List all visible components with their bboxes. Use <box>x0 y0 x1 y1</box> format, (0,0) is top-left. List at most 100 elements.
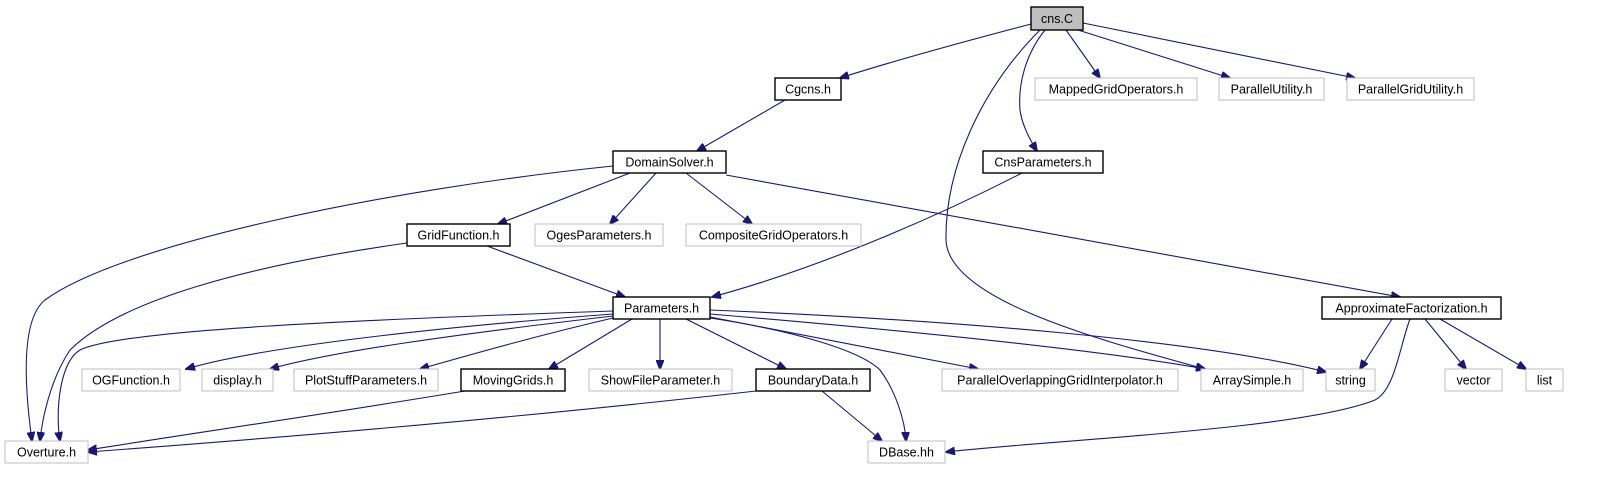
edge-cns_c-to-cgcns_h <box>840 23 1032 78</box>
node-label: ParallelUtility.h <box>1231 83 1313 97</box>
edge-boundarydata_h-to-overture_h <box>88 390 757 452</box>
node-box <box>534 223 664 247</box>
edge-domainsolver_h-to-approximatefactorization_h <box>725 174 1400 297</box>
node-label: GridFunction.h <box>418 229 500 243</box>
node-parameters_h[interactable]: Parameters.h <box>612 296 711 320</box>
node-parallelgridutility_h: ParallelGridUtility.h <box>1346 77 1475 101</box>
node-label: ArraySimple.h <box>1213 374 1292 388</box>
edge-cns_c-to-parallelutility_h <box>1077 29 1230 78</box>
node-cns_c[interactable]: cns.C <box>1030 6 1084 31</box>
node-ogfunction_h: OGFunction.h <box>81 368 181 392</box>
node-box <box>588 368 733 392</box>
edge-cns_c-to-arraysimple_h <box>945 29 1205 369</box>
node-label: PlotStuffParameters.h <box>305 374 427 388</box>
node-box <box>406 223 511 247</box>
node-compositegridoperators_h: CompositeGridOperators.h <box>685 223 862 247</box>
node-parallelutility_h: ParallelUtility.h <box>1218 77 1325 101</box>
node-mappedgridoperators_h: MappedGridOperators.h <box>1034 77 1198 101</box>
node-cnsparameters_h[interactable]: CnsParameters.h <box>982 150 1104 174</box>
node-box <box>1346 77 1475 101</box>
node-cgcns_h[interactable]: Cgcns.h <box>774 77 842 101</box>
node-label: ParallelOverlappingGridInterpolator.h <box>957 374 1163 388</box>
node-box <box>941 368 1179 392</box>
edge-gridfunction_h-to-parameters_h <box>486 245 625 297</box>
node-label: DBase.hh <box>879 446 934 460</box>
edge-approximatefactorization_h-to-vector <box>1424 318 1466 369</box>
node-domainsolver_h[interactable]: DomainSolver.h <box>612 150 727 174</box>
node-label: display.h <box>213 374 261 388</box>
node-plotstuffparameters_h: PlotStuffParameters.h <box>293 368 439 392</box>
edge-domainsolver_h-to-compositegridoperators_h <box>685 172 752 224</box>
node-label: Parameters.h <box>624 302 699 316</box>
node-box <box>685 223 862 247</box>
node-approximatefactorization_h[interactable]: ApproximateFactorization.h <box>1321 296 1502 320</box>
node-box <box>867 440 946 464</box>
node-display_h: display.h <box>201 368 274 392</box>
node-box <box>460 368 566 392</box>
edge-cgcns_h-to-domainsolver_h <box>697 99 786 151</box>
node-label: MovingGrids.h <box>473 374 554 388</box>
node-label: ShowFileParameter.h <box>601 374 721 388</box>
node-box <box>755 368 871 392</box>
node-label: ParallelGridUtility.h <box>1358 83 1463 97</box>
edge-domainsolver_h-to-overture_h <box>25 165 614 441</box>
edge-parameters_h-to-arraysimple_h <box>709 313 1205 369</box>
node-label: BoundaryData.h <box>768 374 858 388</box>
node-box <box>1325 368 1376 392</box>
node-label: list <box>1537 374 1553 388</box>
node-label: vector <box>1456 374 1490 388</box>
node-string: string <box>1325 368 1376 392</box>
node-box <box>1030 6 1084 31</box>
node-arraysimple_h: ArraySimple.h <box>1200 368 1304 392</box>
node-showfileparameter_h: ShowFileParameter.h <box>588 368 733 392</box>
edge-layer <box>25 22 1526 452</box>
node-box <box>293 368 439 392</box>
node-boundarydata_h[interactable]: BoundaryData.h <box>755 368 871 392</box>
edge-parameters_h-to-overture_h <box>58 310 614 441</box>
node-label: DomainSolver.h <box>625 156 713 170</box>
edge-parameters_h-to-string <box>709 309 1326 372</box>
node-box <box>201 368 274 392</box>
edge-cns_c-to-parallelgridutility_h <box>1082 22 1355 78</box>
node-label: string <box>1335 374 1366 388</box>
node-box <box>4 440 89 464</box>
node-box <box>612 150 727 174</box>
edge-gridfunction_h-to-overture_h <box>40 242 408 441</box>
edge-parameters_h-to-ogfunction_h <box>186 313 614 369</box>
node-box <box>1034 77 1198 101</box>
node-label: ApproximateFactorization.h <box>1335 302 1487 316</box>
node-ogesparameters_h: OgesParameters.h <box>534 223 664 247</box>
node-box <box>1444 368 1503 392</box>
edge-parameters_h-to-plotstuffparameters_h <box>420 317 614 369</box>
edge-parameters_h-to-movinggrids_h <box>549 318 633 369</box>
node-label: MappedGridOperators.h <box>1049 83 1184 97</box>
node-box <box>1218 77 1325 101</box>
node-box <box>1200 368 1304 392</box>
edge-parameters_h-to-paralleloverlappinggridinterpolator_h <box>709 316 978 369</box>
node-label: cns.C <box>1041 12 1073 26</box>
node-label: Cgcns.h <box>785 83 831 97</box>
node-label: OgesParameters.h <box>547 229 652 243</box>
edge-domainsolver_h-to-ogesparameters_h <box>610 172 657 224</box>
node-movinggrids_h[interactable]: MovingGrids.h <box>460 368 566 392</box>
edge-approximatefactorization_h-to-list <box>1439 318 1526 369</box>
edge-approximatefactorization_h-to-string <box>1360 318 1393 369</box>
edge-domainsolver_h-to-gridfunction_h <box>498 172 631 224</box>
node-box <box>1525 368 1564 392</box>
edge-cnsparameters_h-to-parameters_h <box>712 172 1023 297</box>
edge-movinggrids_h-to-overture_h <box>88 390 466 450</box>
node-paralleloverlappinggridinterpolator_h: ParallelOverlappingGridInterpolator.h <box>941 368 1179 392</box>
edge-parameters_h-to-display_h <box>270 315 614 369</box>
edge-parameters_h-to-boundarydata_h <box>685 318 786 369</box>
node-label: CompositeGridOperators.h <box>699 229 848 243</box>
node-label: CnsParameters.h <box>994 156 1091 170</box>
edge-boundarydata_h-to-dbase_hh <box>821 390 882 441</box>
edge-cns_c-to-cnsparameters_h <box>1019 29 1046 151</box>
node-gridfunction_h[interactable]: GridFunction.h <box>406 223 511 247</box>
node-box <box>612 296 711 320</box>
node-overture_h: Overture.h <box>4 440 89 464</box>
node-vector: vector <box>1444 368 1503 392</box>
node-list: list <box>1525 368 1564 392</box>
